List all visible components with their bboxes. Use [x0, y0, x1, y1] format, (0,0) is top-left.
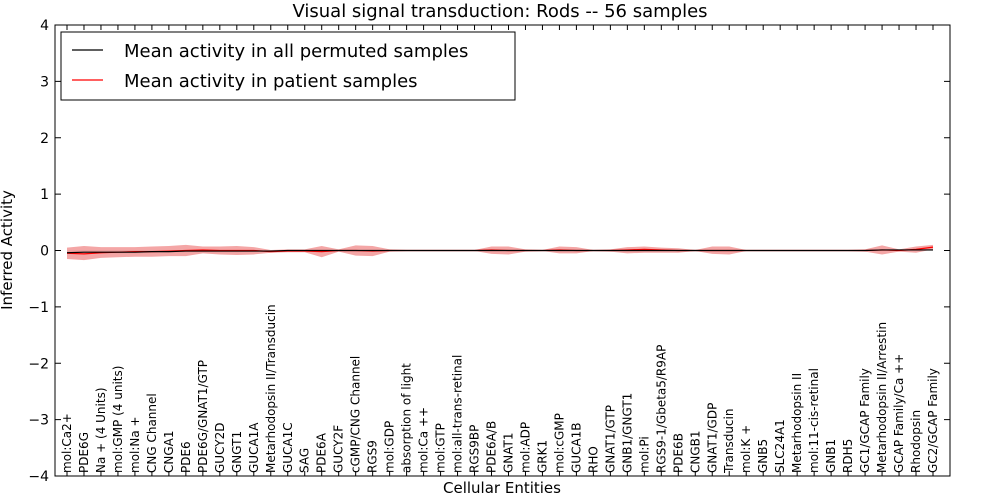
- x-tick-label: mol:GTP: [434, 423, 448, 473]
- legend-box: [60, 31, 516, 101]
- x-tick-label: GNB1/GNGT1: [620, 393, 634, 473]
- x-tick-label: GNAT1/GDP: [705, 403, 719, 473]
- x-tick-label: GNGT1: [230, 431, 244, 473]
- y-axis-title: Inferred Activity: [0, 190, 16, 310]
- x-tick-label: CNGB1: [688, 430, 702, 473]
- x-tick-label: Rhodopsin: [909, 410, 923, 473]
- y-tick-label: 3: [40, 74, 49, 90]
- x-tick-label: CNG Channel: [145, 393, 159, 473]
- x-tick-label: GNAT1: [501, 432, 515, 473]
- x-tick-label: mol:Na +: [128, 416, 142, 473]
- y-tick-label: 1: [40, 187, 49, 203]
- x-tick-label: GNAT1/GTP: [603, 405, 617, 473]
- x-tick-label: cGMP/CNG Channel: [349, 356, 363, 473]
- x-tick-label: mol:Pi: [637, 436, 651, 473]
- x-tick-label: PDE6G/GNAT1/GTP: [196, 360, 210, 473]
- y-tick-label: −3: [28, 413, 49, 429]
- y-tick-label: −2: [28, 356, 49, 372]
- y-tick-label: 2: [40, 131, 49, 147]
- x-tick-label: PDE6: [179, 441, 193, 473]
- line-series-0: [66, 249, 933, 254]
- x-tick-label: SAG: [298, 448, 312, 473]
- x-tick-label: mol:Ca2+: [60, 413, 74, 473]
- x-tick-label: GNB1: [824, 439, 838, 473]
- legend-label-permuted: Mean activity in all permuted samples: [124, 41, 468, 62]
- x-tick-label: PDE6A: [315, 432, 329, 473]
- chart-title: Visual signal transduction: Rods -- 56 s…: [292, 1, 707, 22]
- x-tick-label: Metarhodopsin II: [790, 373, 804, 473]
- x-tick-label: GUCY2F: [332, 425, 346, 473]
- x-tick-label: Na + (4 Units): [94, 387, 108, 473]
- x-tick-label: mol:K +: [739, 425, 753, 473]
- x-tick-label: RHO: [586, 446, 600, 473]
- x-tick-label: mol:Ca ++: [417, 407, 431, 473]
- y-axis: −4 −3 −2 −1 0 1 2 3 4: [28, 18, 950, 485]
- x-tick-label: RDH5: [841, 439, 855, 473]
- x-tick-label: GUCA1C: [281, 422, 295, 473]
- y-tick-label: −4: [28, 469, 49, 485]
- x-tick-label: Transducin: [722, 409, 736, 474]
- legend: Mean activity in all permuted samples Me…: [60, 31, 516, 101]
- x-tick-label: mol:ADP: [518, 422, 532, 473]
- x-tick-label: mol:GDP: [383, 421, 397, 473]
- x-tick-label: mol:all-trans-retinal: [451, 355, 465, 473]
- x-tick-label: RGS9-1/Gbeta5/R9AP: [654, 345, 668, 473]
- x-tick-label: GC2/GCAP Family: [926, 368, 940, 473]
- x-tick-label: GRK1: [535, 440, 549, 473]
- x-tick-label: GUCY2D: [213, 423, 227, 473]
- x-tick-label: GUCA1A: [247, 422, 261, 473]
- x-tick-label: GUCA1B: [569, 422, 583, 473]
- y-tick-label: −1: [28, 300, 49, 316]
- x-tick-label: Metarhodopsin II/Arrestin: [875, 322, 889, 473]
- x-tick-label: absorption of light: [400, 363, 414, 473]
- x-tick-label: GCAP Family/Ca ++: [892, 354, 906, 473]
- x-tick-label: CNGA1: [162, 431, 176, 474]
- x-tick-label: Metarhodopsin II/Transducin: [264, 304, 278, 473]
- plot-area: [66, 244, 934, 261]
- x-axis-title: Cellular Entities: [443, 479, 561, 497]
- x-tick-label: PDE6B: [671, 433, 685, 473]
- x-tick-label: GNB5: [756, 439, 770, 473]
- x-tick-label: mol:11-cis-retinal: [807, 368, 821, 473]
- x-tick-label: PDE6G: [77, 432, 91, 473]
- x-tick-label: PDE6A/B: [485, 421, 499, 473]
- x-tick-label: SLC24A1: [773, 419, 787, 473]
- x-tick-label: mol:cGMP: [552, 413, 566, 473]
- x-tick-label: RGS9: [366, 440, 380, 473]
- legend-label-patient: Mean activity in patient samples: [124, 71, 418, 92]
- y-tick-label: 4: [40, 18, 49, 34]
- x-tick-label: GC1/GCAP Family: [858, 368, 872, 473]
- y-tick-label: 0: [40, 244, 49, 260]
- x-tick-label: mol:GMP (4 units): [111, 366, 125, 473]
- band-series-1: [67, 244, 933, 261]
- x-tick-label: RGS9BP: [468, 425, 482, 473]
